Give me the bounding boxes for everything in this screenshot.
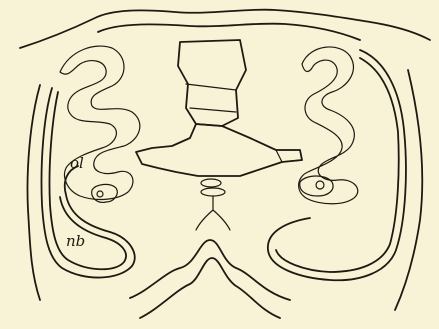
left-nb-loop-inner [49,92,126,269]
central-small-oval-upper [201,179,221,187]
inner-head-outline [98,24,360,40]
right-arm-hatched [276,150,302,162]
bottom-wavy-inner [140,258,280,318]
central-fork [196,196,230,230]
right-olfactory-fold [299,47,358,204]
label-ol: ol [70,154,84,172]
left-small-vessel-lumen [97,191,103,197]
left-outer-wall [28,85,41,300]
bottom-wavy-outline [130,240,290,300]
central-hatched-cartilage [178,40,246,126]
label-nb: nb [66,232,85,250]
central-hatched-divider [186,84,236,112]
left-olfactory-fold [60,46,140,199]
central-small-oval-lower [201,188,225,196]
outer-head-outline [20,10,430,48]
left-nb-loop [41,88,134,278]
right-small-vessel-lumen [316,181,324,189]
